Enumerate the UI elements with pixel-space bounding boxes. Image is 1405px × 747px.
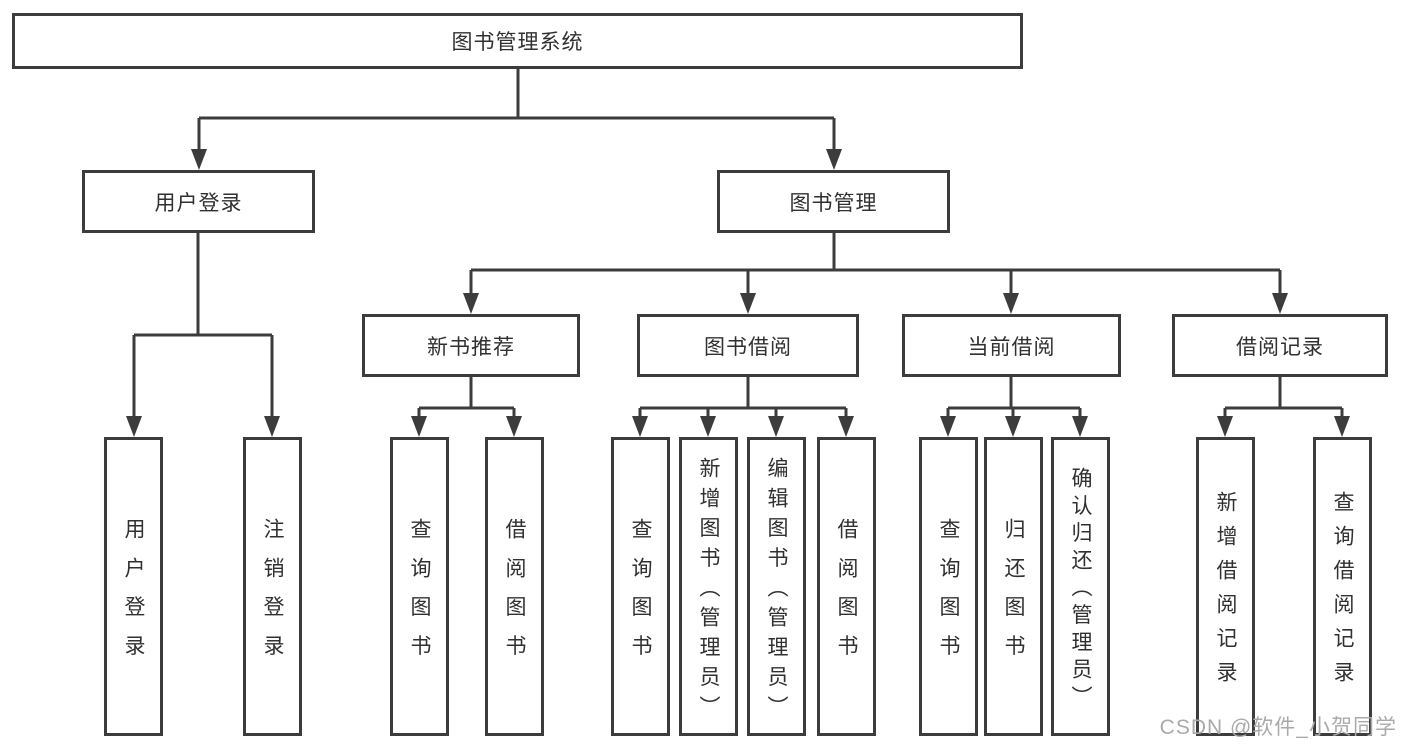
csdn-watermark: CSDN @软件_小贺同学 [1159,716,1397,739]
leaf-add-book-admin: 新增图书（管理员） [679,437,738,736]
leaf-label: 查询图书 [629,517,652,674]
node-library-system: 图书管理系统 [12,13,1023,69]
leaf-add-borrow-record: 新增借阅记录 [1196,437,1255,736]
leaf-borrow-books: 借阅图书 [817,437,876,736]
leaf-label: 用户登录 [122,517,145,674]
leaf-label: 注销登录 [261,517,284,674]
leaf-label: 查询图书 [408,517,431,674]
leaf-confirm-return-admin: 确认归还（管理员） [1051,437,1110,736]
leaf-return-book: 归还图书 [984,437,1043,736]
node-current-borrow: 当前借阅 [902,314,1121,377]
leaf-label: 新增图书（管理员） [697,456,720,726]
leaf-label: 借阅图书 [835,517,858,674]
leaf-edit-book-admin: 编辑图书（管理员） [747,437,806,736]
leaf-label: 归还图书 [1002,517,1025,674]
leaf-query-books-recommend: 查询图书 [390,437,449,736]
leaf-query-books-current: 查询图书 [919,437,978,736]
leaf-label: 编辑图书（管理员） [765,456,788,726]
leaf-query-borrow-record: 查询借阅记录 [1313,437,1372,736]
leaf-label: 查询借阅记录 [1331,490,1354,696]
node-book-borrow: 图书借阅 [637,314,859,377]
leaf-logout: 注销登录 [243,437,302,736]
node-new-book-recommend: 新书推荐 [362,314,580,377]
node-user-login: 用户登录 [82,170,315,233]
leaf-label: 确认归还（管理员） [1069,466,1092,713]
leaf-borrow-books-recommend: 借阅图书 [485,437,544,736]
node-book-management: 图书管理 [717,170,950,233]
leaf-label: 查询图书 [937,517,960,674]
node-borrow-records: 借阅记录 [1172,314,1388,377]
leaf-user-login: 用户登录 [104,437,163,736]
leaf-label: 新增借阅记录 [1214,490,1237,696]
leaf-query-books-borrow: 查询图书 [611,437,670,736]
leaf-label: 借阅图书 [503,517,526,674]
